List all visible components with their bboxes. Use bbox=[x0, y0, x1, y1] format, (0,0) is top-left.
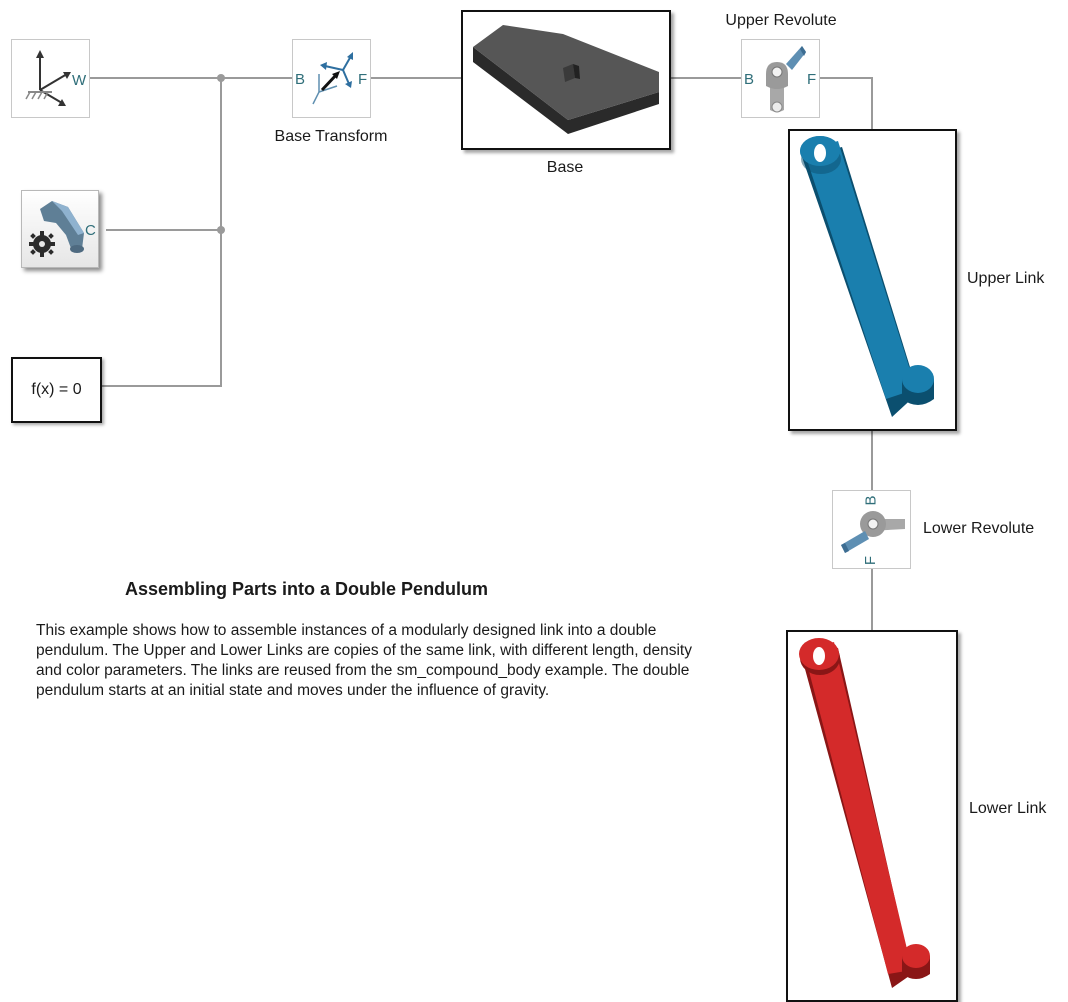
solver-configuration-icon bbox=[29, 201, 84, 257]
simscape-constraint-block[interactable]: f(x) = 0 bbox=[11, 357, 102, 423]
port-b-label: B bbox=[862, 495, 880, 506]
rigid-transform-icon bbox=[312, 52, 353, 105]
lower-link-label: Lower Link bbox=[969, 800, 1047, 817]
upper-revolute-label: Upper Revolute bbox=[725, 12, 837, 29]
base-transform-label: Base Transform bbox=[274, 128, 388, 145]
revolute-joint-icon bbox=[766, 46, 806, 113]
port-w-label: W bbox=[72, 72, 87, 89]
port-f-label: F bbox=[358, 71, 368, 88]
base-plate-icon bbox=[473, 25, 659, 134]
lower-link-icon bbox=[799, 638, 930, 988]
junction-dot bbox=[217, 226, 225, 234]
world-frame-block[interactable]: W bbox=[11, 39, 90, 118]
port-b-label: B bbox=[295, 71, 306, 88]
lower-link-block[interactable] bbox=[786, 630, 958, 1002]
lower-revolute-block[interactable]: B F bbox=[832, 490, 911, 569]
upper-revolute-block[interactable]: B F bbox=[741, 39, 820, 118]
world-frame-icon bbox=[25, 50, 71, 106]
base-transform-block[interactable]: B F bbox=[292, 39, 371, 118]
constraint-equation: f(x) = 0 bbox=[31, 381, 82, 398]
annotation-title: Assembling Parts into a Double Pendulum bbox=[125, 579, 489, 599]
revolute-joint-icon bbox=[841, 511, 905, 553]
base-solid-block[interactable] bbox=[461, 10, 671, 150]
solver-configuration-block[interactable]: C bbox=[21, 190, 99, 268]
upper-link-label: Upper Link bbox=[967, 270, 1045, 287]
junction-dot bbox=[217, 74, 225, 82]
port-b-label: B bbox=[744, 71, 755, 88]
wire-constraint[interactable] bbox=[102, 78, 222, 387]
upper-link-icon bbox=[800, 136, 934, 417]
annotation-body: This example shows how to assemble insta… bbox=[36, 622, 692, 699]
upper-link-block[interactable] bbox=[788, 129, 957, 431]
port-c-label: C bbox=[85, 222, 96, 239]
port-f-label: F bbox=[862, 555, 880, 566]
lower-revolute-label: Lower Revolute bbox=[923, 520, 1035, 537]
port-f-label: F bbox=[807, 71, 817, 88]
wire-upper-revolute-to-upper-link[interactable] bbox=[820, 77, 873, 130]
base-label: Base bbox=[546, 159, 584, 176]
